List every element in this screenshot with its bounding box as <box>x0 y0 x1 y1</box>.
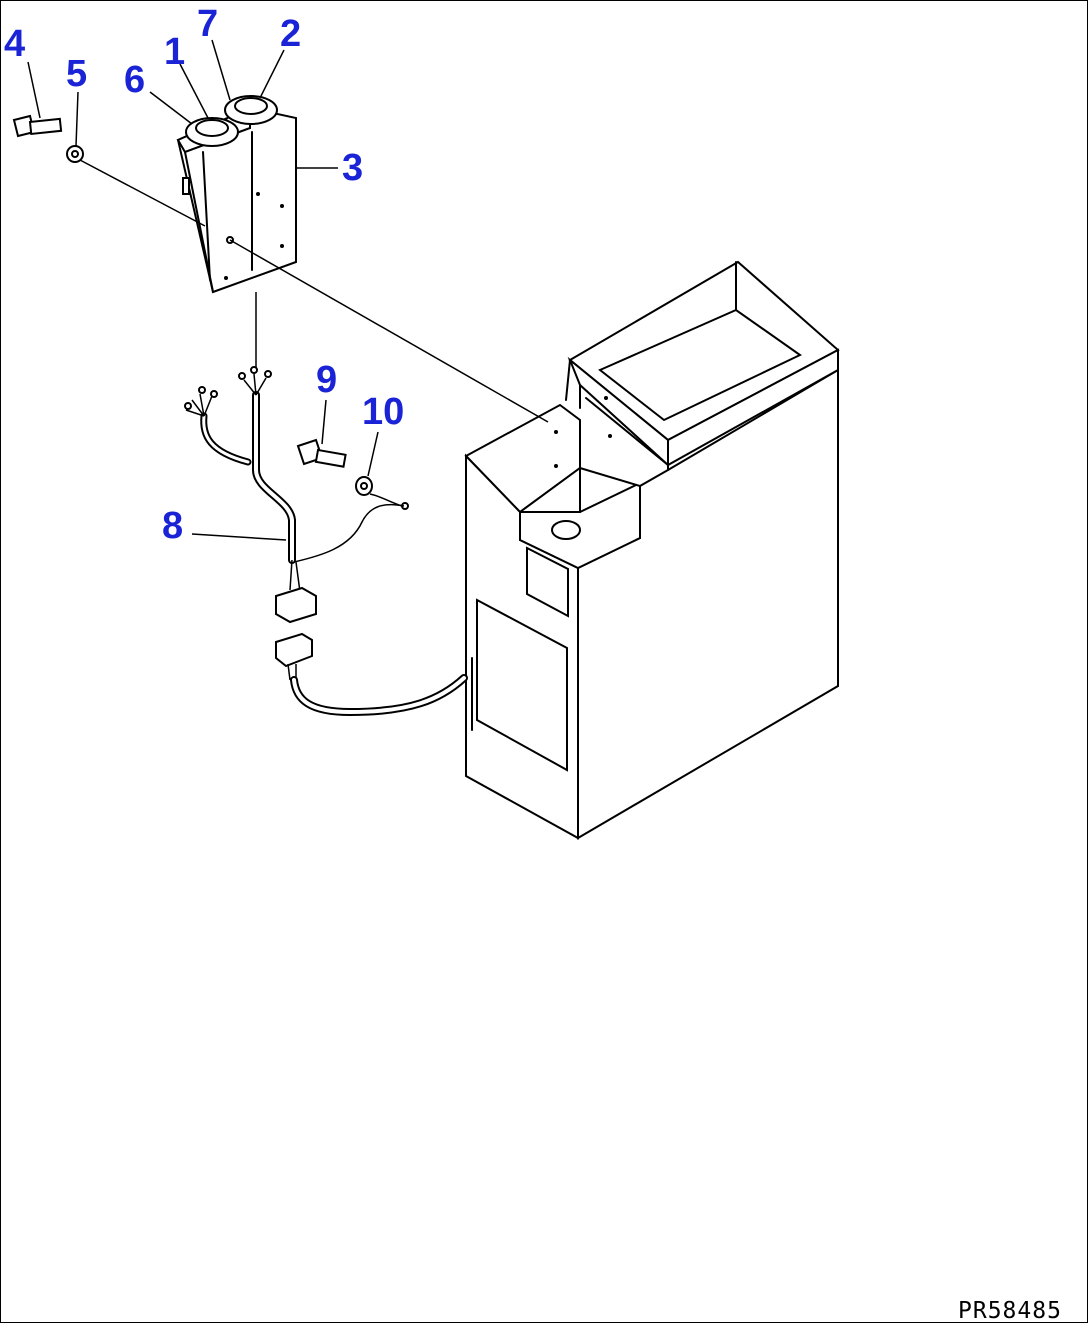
callout-1: 1 <box>164 31 185 73</box>
callout-8: 8 <box>162 505 183 547</box>
callout-10: 10 <box>362 391 404 433</box>
drawing-code: PR58485 <box>958 1298 1062 1324</box>
bolt-4 <box>12 114 63 138</box>
valve-block <box>176 95 297 294</box>
wiring-harness <box>184 366 468 717</box>
assembly-lines <box>79 159 549 510</box>
cabinet-unit <box>464 260 840 840</box>
callout-4: 4 <box>4 23 25 65</box>
callout-2: 2 <box>280 13 301 55</box>
bolt-9 <box>296 438 347 468</box>
callout-7: 7 <box>197 3 218 45</box>
callout-6: 6 <box>124 59 145 101</box>
washer-10 <box>355 476 373 496</box>
washer-5 <box>66 145 84 163</box>
callout-leaders <box>27 39 379 541</box>
callout-3: 3 <box>342 147 363 189</box>
callout-9: 9 <box>316 359 337 401</box>
callout-5: 5 <box>66 53 87 95</box>
